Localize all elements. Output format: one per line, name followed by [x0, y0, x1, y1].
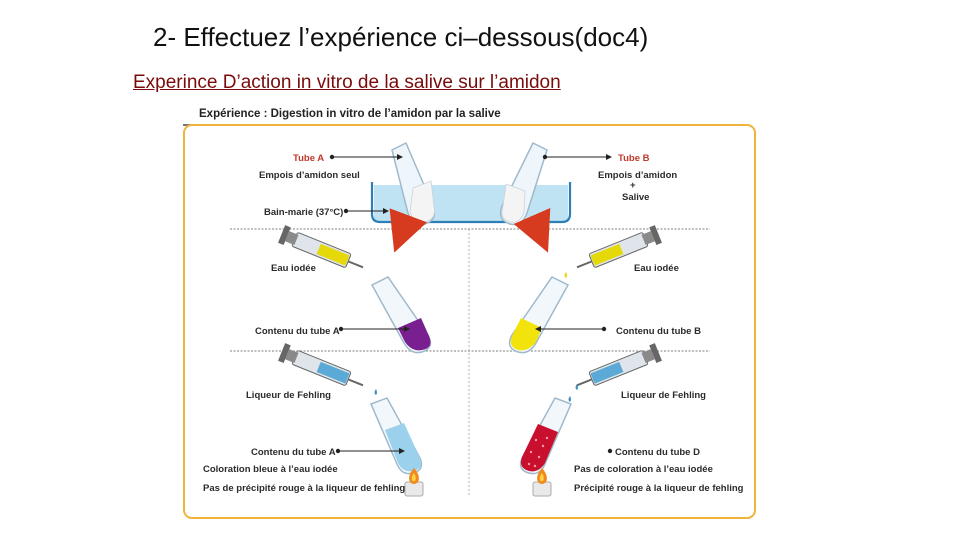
tube-a-content: Empois d’amidon seul — [259, 170, 360, 181]
result-right-1: Pas de coloration à l’eau iodée — [574, 464, 713, 475]
figure-header-text: Expérience : Digestion in vitro de l’ami… — [199, 108, 501, 120]
content-a-bottom-label: Contenu du tube A — [251, 447, 336, 458]
iodine-left-label: Eau iodée — [271, 263, 316, 274]
result-left-1: Coloration bleue à l’eau iodée — [203, 464, 338, 475]
syringe-icon — [576, 343, 662, 387]
test-tube-icon — [370, 276, 432, 354]
result-right-2: Précipité rouge à la liqueur de fehling — [574, 483, 744, 494]
tube-b-content-1: Empois d’amidon — [598, 170, 677, 181]
flame-icon — [532, 468, 552, 497]
syringe-icon — [278, 343, 364, 387]
fehling-left-label: Liqueur de Fehling — [246, 390, 331, 401]
result-left-2: Pas de précipité rouge à la liqueur de f… — [203, 483, 405, 494]
test-tube-icon — [369, 397, 423, 475]
test-tube-icon — [508, 276, 570, 354]
iodine-right-label: Eau iodée — [634, 263, 679, 274]
curved-arrow-icon — [513, 207, 551, 253]
syringe-icon — [278, 225, 364, 269]
tube-b-label: Tube B — [618, 153, 650, 164]
content-b-mid-label: Contenu du tube B — [616, 326, 701, 337]
syringe-icon — [576, 225, 662, 269]
tube-b-plus: + — [630, 180, 636, 191]
content-a-mid-label: Contenu du tube A — [255, 326, 340, 337]
content-d-bottom-label: Contenu du tube D — [615, 447, 700, 458]
test-tube-icon — [519, 397, 573, 475]
fehling-right-label: Liqueur de Fehling — [621, 390, 706, 401]
tube-b-content-2: Salive — [622, 192, 649, 203]
slide-subtitle: Experince D’action in vitro de la salive… — [133, 72, 561, 93]
bath-label: Bain-marie (37°C) — [264, 207, 343, 218]
curved-arrow-icon — [389, 208, 428, 253]
slide-title: 2- Effectuez l’expérience ci–dessous(doc… — [153, 22, 649, 52]
flame-icon — [404, 468, 424, 497]
figure-frame — [183, 124, 756, 519]
tube-a-label: Tube A — [293, 153, 324, 164]
